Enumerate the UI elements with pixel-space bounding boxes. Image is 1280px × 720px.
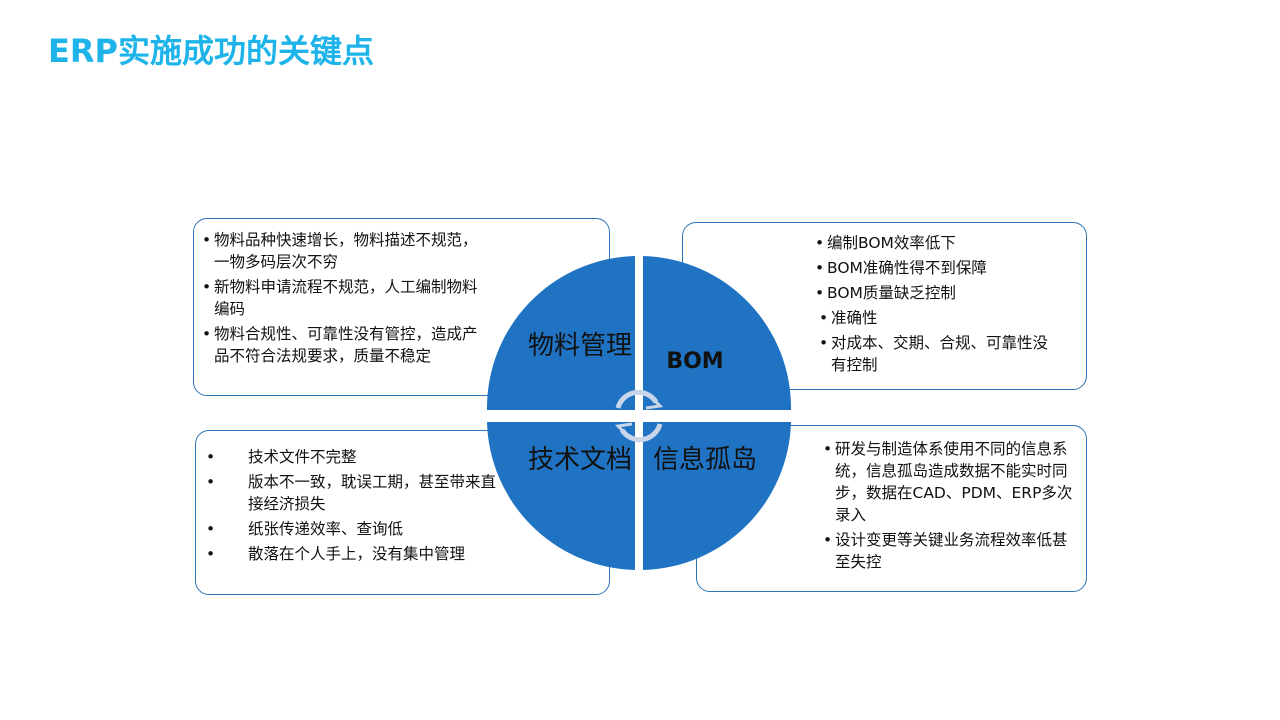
list-item: 纸张传递效率、查询低 [206,518,496,540]
list-item: 版本不一致，耽误工期，甚至带来直接经济损失 [206,471,496,515]
quadrant-bottom-right [643,422,791,570]
page-title: ERP实施成功的关键点 [48,32,374,70]
quadrant-bottom-left [487,422,635,570]
list-item: 物料合规性、可靠性没有管控，造成产品不符合法规要求，质量不稳定 [202,323,487,367]
list-item: 设计变更等关键业务流程效率低甚至失控 [823,529,1078,573]
quadrant-label-info-island: 信息孤岛 [652,445,757,475]
list-item: 编制BOM效率低下 [815,232,1075,254]
list-item: BOM质量缺乏控制 [815,282,1075,304]
list-item: 新物料申请流程不规范，人工编制物料编码 [202,276,487,320]
list-item: 散落在个人手上，没有集中管理 [206,543,496,565]
box-info-island: 研发与制造体系使用不同的信息系统，信息孤岛造成数据不能实时同步，数据在CAD、P… [696,425,1087,592]
quadrant-top-right [643,256,792,410]
quadrant-top-left [486,256,635,410]
quadrant-label-tech-docs: 技术文档 [527,445,632,475]
cycle-arrows-icon [614,389,664,443]
quadrant-label-material: 物料管理 [527,331,632,361]
list-item: 准确性 [819,307,1075,329]
list-item: 技术文件不完整 [206,446,496,468]
list-item: 研发与制造体系使用不同的信息系统，信息孤岛造成数据不能实时同步，数据在CAD、P… [823,438,1078,526]
list-item: 对成本、交期、合规、可靠性没有控制 [819,332,1061,376]
list-item: 物料品种快速增长，物料描述不规范，一物多码层次不穷 [202,229,487,273]
list-item: BOM准确性得不到保障 [815,257,1075,279]
quadrant-label-bom: BOM [666,349,724,374]
